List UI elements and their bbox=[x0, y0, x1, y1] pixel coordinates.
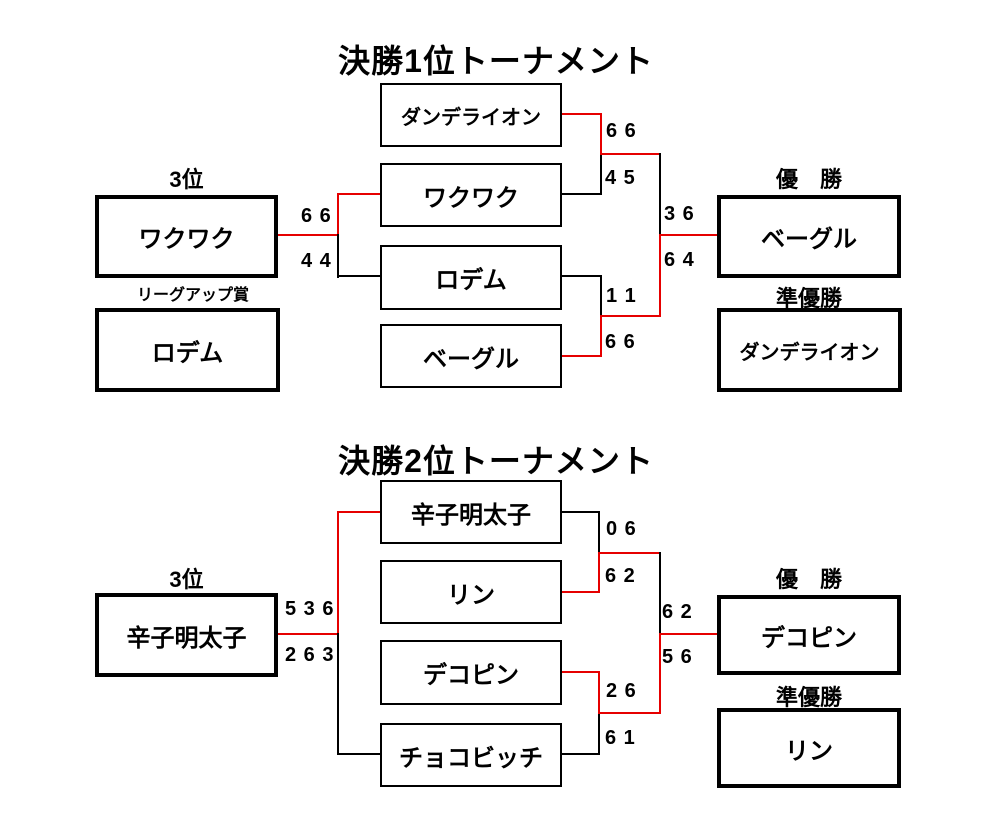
t2-final-bottom-vertical-line bbox=[659, 633, 661, 714]
t2-sf2-winner-vertical-line bbox=[598, 671, 600, 714]
t1-final-bottom-score: 6 4 bbox=[664, 249, 695, 271]
t2-final-winner-line bbox=[659, 633, 717, 635]
t1-runner-up-box: ダンデライオン bbox=[717, 308, 902, 392]
t2-third-top-score: 5 3 6 bbox=[285, 598, 335, 620]
t1-third-top-score: 6 6 bbox=[301, 205, 332, 227]
t2-sf1-loser-vertical-line bbox=[598, 511, 600, 553]
t1-champion-box: ベーグル bbox=[717, 195, 901, 278]
t1-third-place-label: 3位 bbox=[169, 167, 204, 192]
t1-sf2-loser-vertical-line bbox=[600, 275, 602, 316]
t2-third-bottom-vertical-line bbox=[337, 633, 339, 755]
tournament2-title: 決勝2位トーナメント bbox=[338, 443, 654, 479]
t1-sf2-top-score: 1 1 bbox=[606, 285, 637, 307]
t2-sf2-top-score: 2 6 bbox=[606, 680, 637, 702]
t2-third-entrant1-connector-line bbox=[337, 511, 380, 513]
t1-sf1-top-score: 6 6 bbox=[606, 120, 637, 142]
t2-runner-up-label: 準優勝 bbox=[775, 685, 842, 710]
t2-final-top-score: 6 2 bbox=[662, 601, 693, 623]
t1-entrant3-box: ロデム bbox=[380, 245, 562, 310]
t1-final-top-vertical-line bbox=[659, 153, 661, 235]
t2-entrant2-box: リン bbox=[380, 560, 562, 624]
t2-third-entrant4-connector-line bbox=[337, 753, 380, 755]
tournament1-title: 決勝1位トーナメント bbox=[338, 43, 654, 79]
t2-sf2-to-final-line bbox=[598, 712, 661, 714]
t1-sf2-entrant3-connector-line bbox=[562, 275, 602, 277]
t1-sf1-to-final-line bbox=[600, 153, 661, 155]
t2-sf1-bottom-score: 6 2 bbox=[605, 565, 636, 587]
t1-third-bottom-vertical-line bbox=[337, 234, 339, 278]
t1-sf1-bottom-score: 4 5 bbox=[605, 167, 636, 189]
t1-third-bottom-score: 4 4 bbox=[301, 250, 332, 272]
t1-third-winner-line bbox=[278, 234, 339, 236]
t2-sf1-entrant2-connector-line bbox=[562, 591, 600, 593]
t1-sf1-winner-vertical-line bbox=[600, 113, 602, 155]
t2-third-top-vertical-line bbox=[337, 511, 339, 635]
t2-sf2-entrant3-connector-line bbox=[562, 671, 600, 673]
t1-sf2-bottom-score: 6 6 bbox=[605, 331, 636, 353]
t1-league-up-box: ロデム bbox=[95, 308, 280, 392]
t2-third-winner-line bbox=[278, 633, 339, 635]
t2-entrant4-box: チョコビッチ bbox=[380, 723, 562, 787]
t1-sf1-loser-vertical-line bbox=[600, 154, 602, 195]
t2-third-place-label: 3位 bbox=[169, 567, 204, 592]
t2-entrant1-box: 辛子明太子 bbox=[380, 480, 562, 544]
t1-final-winner-line bbox=[659, 234, 717, 236]
t1-entrant1-box: ダンデライオン bbox=[380, 83, 562, 147]
t2-champion-box: デコピン bbox=[717, 595, 901, 675]
t2-third-bottom-score: 2 6 3 bbox=[285, 644, 335, 666]
t1-third-place-box: ワクワク bbox=[95, 195, 278, 278]
t2-sf1-top-score: 0 6 bbox=[606, 518, 637, 540]
t1-third-entrant3-connector-line bbox=[337, 275, 380, 277]
t2-sf1-entrant1-connector-line bbox=[562, 511, 600, 513]
t2-sf2-entrant4-connector-line bbox=[562, 753, 600, 755]
t2-third-place-box: 辛子明太子 bbox=[95, 593, 278, 677]
t1-final-top-score: 3 6 bbox=[664, 203, 695, 225]
t2-champion-label: 優 勝 bbox=[775, 567, 842, 592]
t1-final-bottom-vertical-line bbox=[659, 234, 661, 317]
t1-third-entrant2-connector-line bbox=[337, 193, 380, 195]
t1-entrant2-box: ワクワク bbox=[380, 163, 562, 227]
t1-sf2-to-final-line bbox=[600, 315, 661, 317]
t1-sf1-entrant2-connector-line bbox=[562, 193, 602, 195]
t2-final-top-vertical-line bbox=[659, 552, 661, 635]
t1-sf1-entrant1-connector-line bbox=[562, 113, 602, 115]
t2-sf2-bottom-score: 6 1 bbox=[605, 727, 636, 749]
t1-entrant4-box: ベーグル bbox=[380, 324, 562, 388]
t1-third-top-vertical-line bbox=[337, 193, 339, 235]
t1-league-up-label: リーグアップ賞 bbox=[136, 287, 249, 304]
t2-sf1-to-final-line bbox=[598, 552, 661, 554]
t2-final-bottom-score: 5 6 bbox=[662, 646, 693, 668]
t1-champion-label: 優 勝 bbox=[775, 167, 842, 192]
t2-runner-up-box: リン bbox=[717, 708, 901, 788]
t1-sf2-entrant4-connector-line bbox=[562, 355, 602, 357]
t1-runner-up-label: 準優勝 bbox=[775, 286, 842, 311]
t2-sf1-winner-vertical-line bbox=[598, 552, 600, 593]
t2-sf2-loser-vertical-line bbox=[598, 712, 600, 755]
t2-entrant3-box: デコピン bbox=[380, 640, 562, 705]
t1-sf2-winner-vertical-line bbox=[600, 315, 602, 357]
